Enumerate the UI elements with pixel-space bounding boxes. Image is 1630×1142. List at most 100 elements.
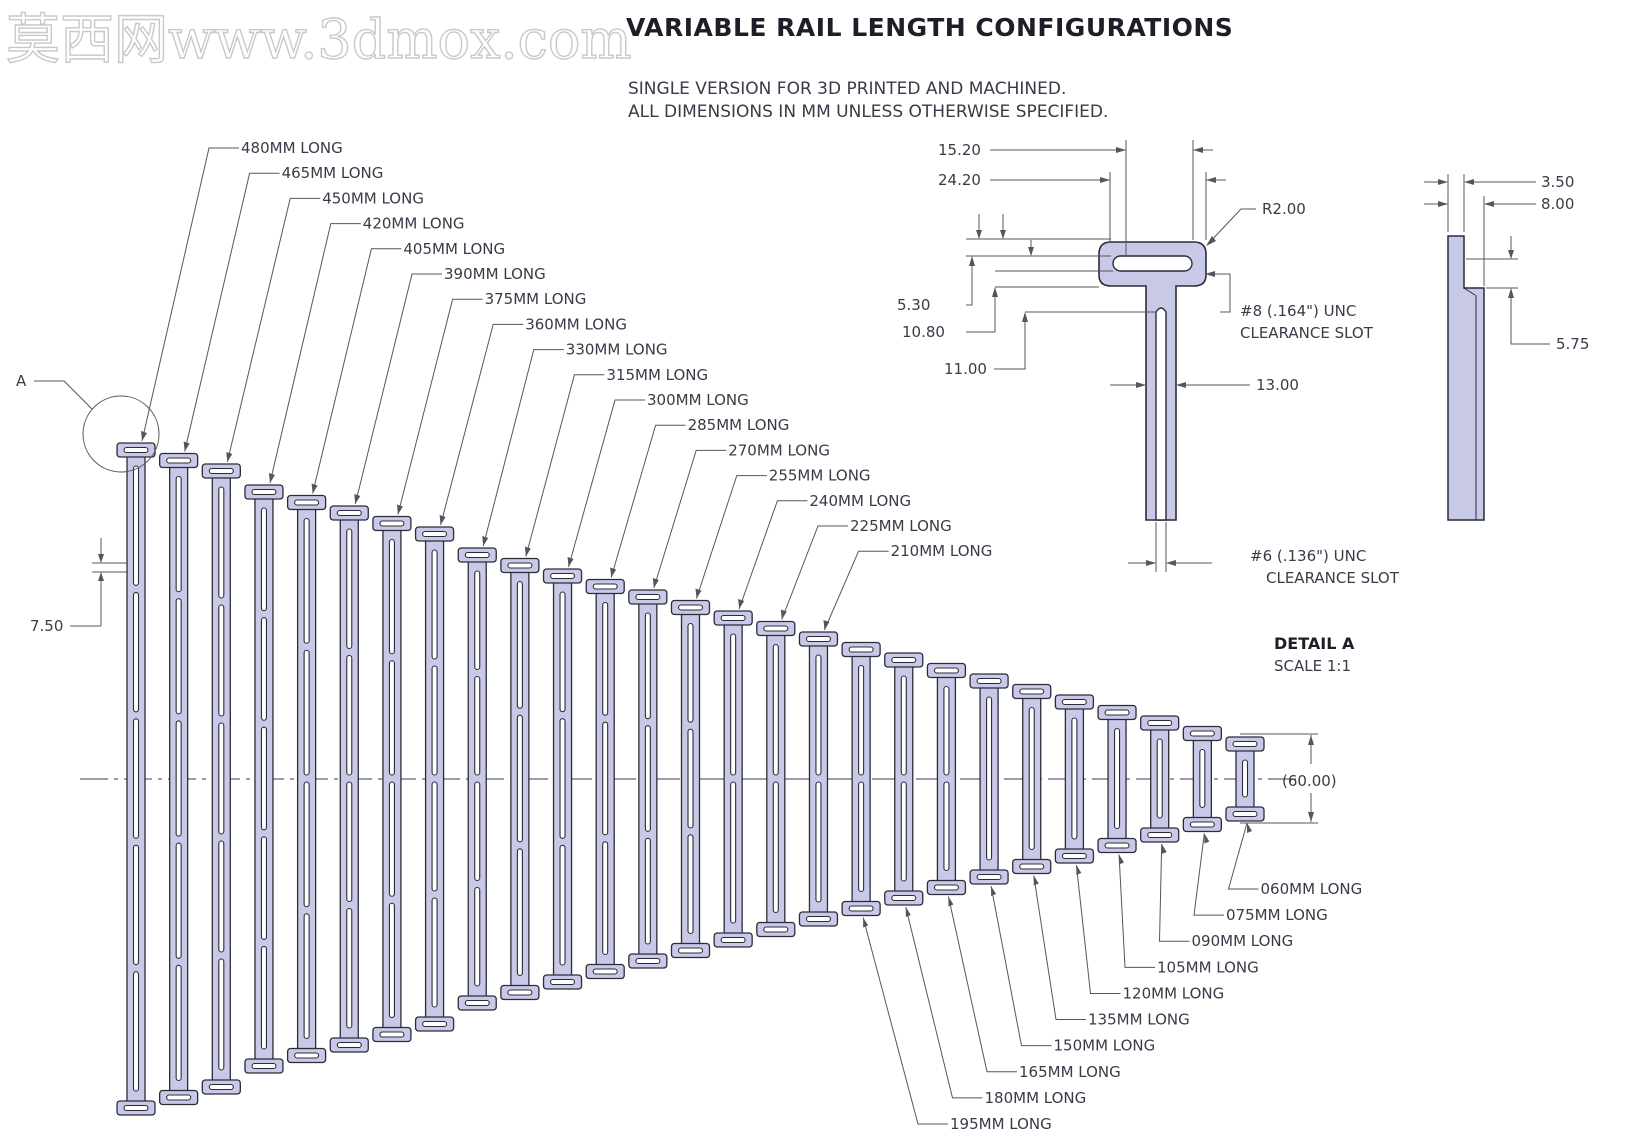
dim-10-80-arrow (992, 287, 998, 297)
head-clearance-slot (1112, 255, 1193, 272)
rail-length-label: 255MM LONG (769, 467, 871, 485)
rail-slot (1156, 738, 1163, 819)
cap-slot (848, 646, 874, 653)
rail-slot (303, 781, 310, 908)
cap-slot (166, 1094, 192, 1101)
dim-10-80-leader (966, 288, 996, 333)
label-leader (184, 172, 280, 452)
rail-slot (1028, 706, 1035, 851)
rail-slot (260, 836, 268, 940)
watermark-text: 莫西网www.3dmox.com (6, 8, 632, 71)
label-leader (1158, 843, 1190, 942)
rail-slot (132, 844, 140, 966)
label-arrowhead (1247, 823, 1252, 833)
rail-slot (900, 781, 907, 882)
dim-3-50-right-arrow (1464, 179, 1474, 185)
cap-slot (1019, 863, 1045, 870)
cap-slot (379, 1031, 405, 1038)
label-leader (738, 500, 808, 610)
dimension-label-60: (60.00) (1282, 772, 1337, 790)
label-leader (1033, 875, 1086, 1021)
rail-length-label: 150MM LONG (1054, 1037, 1156, 1055)
rail-255 (670, 599, 711, 959)
cap-slot (464, 999, 490, 1007)
cap-slot (549, 978, 576, 986)
cap-slot (891, 894, 917, 902)
cap-slot (123, 1104, 149, 1112)
label-leader (397, 298, 483, 515)
rail-slot (260, 617, 268, 721)
cap-slot (1019, 688, 1045, 695)
cap-slot (379, 520, 405, 527)
rail-slot (132, 971, 140, 1092)
rail-210 (798, 631, 839, 927)
label-leader (1075, 864, 1121, 994)
cap-slot (422, 530, 448, 538)
rail-label-150: 150MM LONG (990, 885, 1156, 1055)
rail-120 (1054, 694, 1095, 864)
rail-360 (414, 526, 455, 1032)
cap-slot (848, 905, 874, 912)
dimension-label-8-00: 8.00 (1541, 195, 1574, 213)
cap-slot (1189, 730, 1215, 737)
cap-slot (1232, 740, 1258, 748)
label-leader (862, 917, 948, 1125)
rail-slot (175, 475, 182, 593)
rail-label-285: 285MM LONG (610, 416, 789, 578)
cap-slot (1061, 698, 1087, 706)
dimension-label-3-50: 3.50 (1541, 173, 1574, 191)
rail-300 (542, 568, 583, 990)
rail-label-375: 375MM LONG (396, 290, 586, 515)
dim-13-00-arrow-left (1136, 382, 1146, 388)
rail-slot (303, 649, 310, 776)
cap-slot (507, 989, 533, 996)
label-arrowhead (905, 907, 911, 917)
rail-slot (132, 718, 140, 839)
rail-105 (1097, 704, 1137, 854)
rail-slot (260, 945, 268, 1050)
cap-slot (976, 677, 1002, 685)
slot8-note-line-2: CLEARANCE SLOT (1240, 324, 1374, 342)
rail-label-90: 090MM LONG (1158, 843, 1293, 950)
rail-slot (730, 633, 737, 776)
rail-length-label: 480MM LONG (241, 139, 343, 157)
cap-slot (422, 1020, 448, 1028)
slot6-note-line-1: #6 (.136") UNC (1250, 547, 1366, 565)
label-leader (1227, 822, 1259, 890)
rail-slot (346, 781, 353, 903)
rail-slot (388, 660, 395, 776)
detail-callout-leader (34, 380, 93, 410)
overall-arrowhead-top (1308, 735, 1314, 745)
rail-slot (602, 721, 609, 836)
rail-label-60: 060MM LONG (1227, 822, 1362, 898)
rail-285 (585, 578, 625, 980)
rail-length-label: 180MM LONG (985, 1089, 1087, 1107)
dimension-label-11-00: 11.00 (944, 360, 987, 378)
rail-330 (457, 547, 497, 1011)
cap-slot (635, 593, 661, 601)
rail-slot (772, 643, 779, 776)
rail-390 (329, 505, 369, 1053)
rail-slot (559, 844, 566, 966)
rail-length-label: 165MM LONG (1019, 1063, 1121, 1081)
dimension-label-10-80: 10.80 (902, 323, 945, 341)
cap-slot (677, 947, 704, 954)
rail-slot (346, 654, 353, 776)
slot6-note-line-2: CLEARANCE SLOT (1266, 569, 1400, 587)
cap-slot (592, 968, 618, 975)
dimension-label-5-30: 5.30 (897, 296, 930, 314)
rail-slot (644, 837, 651, 945)
label-leader (312, 248, 402, 494)
subtitle-line-2: ALL DIMENSIONS IN MM UNLESS OTHERWISE SP… (628, 102, 1108, 122)
dim-24-20-arrow (1100, 177, 1110, 183)
rail-slot (687, 834, 694, 935)
rail-head-profile (1098, 241, 1207, 521)
rail-405 (286, 494, 327, 1064)
rail-slot (943, 685, 950, 776)
label-leader (905, 906, 983, 1099)
rail-length-label: 390MM LONG (444, 265, 546, 283)
rail-75 (1182, 725, 1222, 833)
rail-slot (815, 654, 822, 776)
rail-slot (388, 902, 395, 1019)
